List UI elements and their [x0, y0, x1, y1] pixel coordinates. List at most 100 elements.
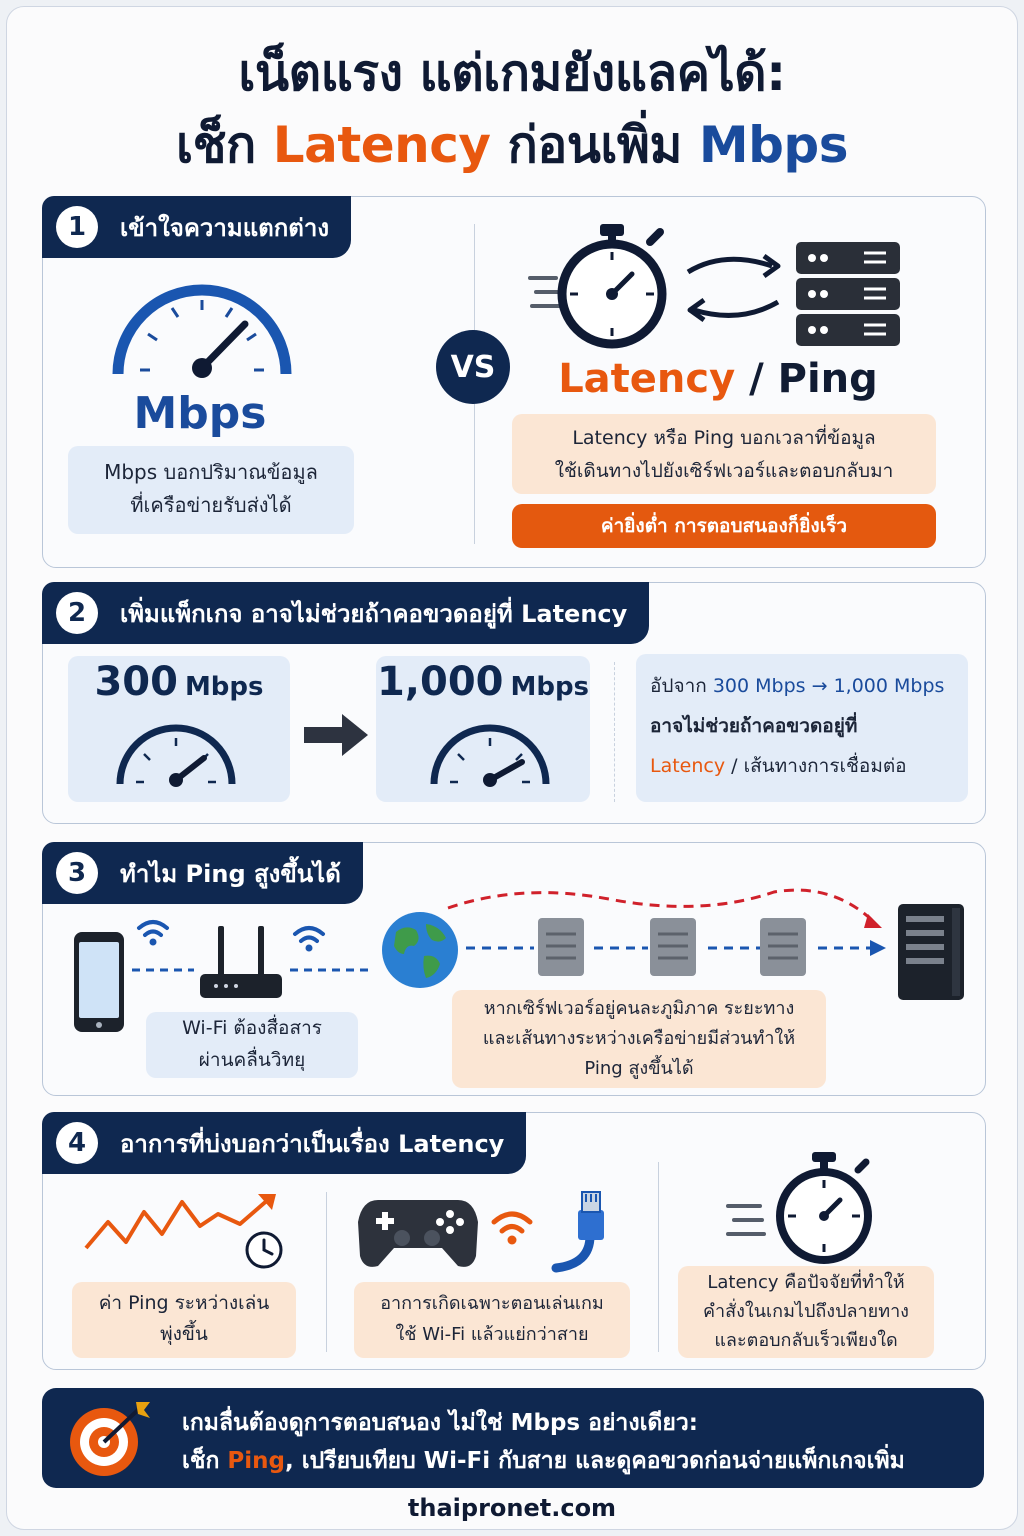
red-route-dashed-arrow — [447, 888, 882, 928]
latency-word: Latency — [558, 356, 736, 402]
latency-note: ค่ายิ่งต่ำ การตอบสนองก็ยิ่งเร็ว — [512, 504, 936, 548]
route-description: หากเซิร์ฟเวอร์อยู่คนละภูมิภาค ระยะทาง แล… — [452, 990, 826, 1088]
ping-spike-chart-icon — [84, 1194, 283, 1269]
banner-line-2-rest: , เปรียบเทียบ Wi-Fi กับสาย และดูคอขวดก่อ… — [285, 1448, 905, 1474]
mbps-label: Mbps — [133, 388, 267, 439]
speed-1000-value: 1,000 — [376, 659, 504, 705]
section-4-tab: 4 อาการที่บ่งบอกว่าเป็นเรื่อง Latency — [42, 1112, 527, 1174]
speed-300-unit: Mbps — [184, 672, 264, 702]
mbps-description: Mbps บอกปริมาณข้อมูล ที่เครือข่ายรับส่งไ… — [68, 446, 354, 534]
speedometer-1000-icon — [430, 724, 550, 787]
wifi-description: Wi-Fi ต้องสื่อสาร ผ่านคลื่นวิทยุ — [146, 1012, 358, 1078]
gamepad-icon — [358, 1200, 478, 1267]
symptom-2-line-1: อาการเกิดเฉพาะตอนเล่นเกม — [380, 1293, 604, 1314]
section-1-number: 1 — [56, 206, 98, 248]
banner-line-2: เช็ก Ping, เปรียบเทียบ Wi-Fi กับสาย และด… — [182, 1442, 972, 1480]
globe-icon — [382, 912, 458, 988]
upgrade-note-line-2: อาจไม่ช่วยถ้าคอขวดอยู่ที่ — [650, 715, 858, 737]
note-latency: Latency — [650, 755, 726, 777]
section-3-tab: 3 ทำไม Ping สูงขึ้นได้ — [42, 842, 363, 904]
symptom-1-line-2: พุ่งขึ้น — [160, 1323, 208, 1345]
vs-badge: VS — [436, 330, 510, 404]
stopwatch-icon — [726, 1152, 872, 1264]
section-1-heading: เข้าใจความแตกต่าง — [120, 213, 330, 242]
route-desc-line-2: และเส้นทางระหว่างเครือข่ายมีส่วนทำให้ — [482, 1028, 796, 1049]
symptom-2-line-2: ใช้ Wi-Fi แล้วแย่กว่าสาย — [395, 1324, 589, 1345]
network-node-icon — [538, 918, 584, 976]
wifi-signal-icon — [293, 926, 325, 952]
summary-banner — [42, 1388, 984, 1488]
section-3-number: 3 — [56, 852, 98, 894]
section-2-tab: 2 เพิ่มแพ็กเกจ อาจไม่ช่วยถ้าคอขวดอยู่ที่… — [42, 582, 650, 644]
wifi-signal-icon — [137, 920, 169, 946]
upgrade-note-line-3: Latency / เส้นทางการเชื่อมต่อ — [650, 746, 968, 786]
wifi-desc-line-1: Wi-Fi ต้องสื่อสาร — [182, 1017, 322, 1039]
route-desc-line-3: Ping สูงขึ้นได้ — [584, 1058, 694, 1079]
blue-route-dashed-line — [466, 940, 886, 956]
title-latency: Latency — [272, 116, 491, 174]
wifi-desc-line-2: ผ่านคลื่นวิทยุ — [198, 1049, 306, 1071]
symptom-1-line-1: ค่า Ping ระหว่างเล่น — [98, 1292, 270, 1314]
latency-ping-label: Latency / Ping — [518, 356, 918, 402]
network-node-icon — [650, 918, 696, 976]
speed-1000-unit: Mbps — [510, 672, 590, 702]
section-1-tab: 1 เข้าใจความแตกต่าง — [42, 196, 352, 258]
router-icon — [200, 926, 282, 998]
banner-text: เกมลื่นต้องดูการตอบสนอง ไม่ใช่ Mbps อย่า… — [182, 1404, 972, 1480]
section-2-divider — [614, 662, 615, 802]
section-4-number: 4 — [56, 1122, 98, 1164]
latency-description: Latency หรือ Ping บอกเวลาที่ข้อมูล ใช้เด… — [512, 414, 936, 494]
connection-line — [132, 968, 372, 972]
section-4-heading: อาการที่บ่งบอกว่าเป็นเรื่อง Latency — [120, 1129, 505, 1158]
section-4-divider-1 — [326, 1192, 327, 1352]
speed-300-value: 300 — [94, 659, 178, 705]
ping-word: Ping — [777, 356, 878, 402]
speed-1000-label: 1,000 Mbps — [376, 662, 590, 705]
title-line-1: เน็ตแรง แต่เกมยังแลคได้: — [238, 44, 786, 102]
speedometer-300-icon — [116, 724, 236, 787]
section-3-heading: ทำไม Ping สูงขึ้นได้ — [120, 859, 341, 888]
speed-300-label: 300 Mbps — [68, 662, 290, 705]
server-stack-icon — [796, 242, 900, 346]
symptom-3-line-3: และตอบกลับเร็วเพียงใด — [714, 1330, 898, 1351]
note-from: 300 Mbps — [712, 675, 806, 697]
title-before-add: ก่อนเพิ่ม — [507, 116, 682, 174]
symptom-3-line-2: คำสั่งในเกมไปถึงปลายทาง — [703, 1301, 909, 1322]
section-4-divider-2 — [658, 1162, 659, 1352]
mbps-desc-line-1: Mbps บอกปริมาณข้อมูล — [104, 460, 318, 484]
note-to: 1,000 Mbps — [833, 675, 945, 697]
section-2-number: 2 — [56, 592, 98, 634]
banner-check: เช็ก — [182, 1448, 220, 1474]
smartphone-icon — [74, 932, 124, 1032]
game-server-icon — [898, 904, 964, 1000]
section-2-heading: เพิ่มแพ็กเกจ อาจไม่ช่วยถ้าคอขวดอยู่ที่ L… — [120, 599, 628, 628]
round-trip-arrows-icon — [686, 253, 781, 323]
stopwatch-icon — [528, 224, 667, 349]
arrow-right-icon — [304, 714, 368, 756]
route-desc-line-1: หากเซิร์ฟเวอร์อยู่คนละภูมิภาค ระยะทาง — [483, 998, 795, 1019]
symptom-wifi-worse: อาการเกิดเฉพาะตอนเล่นเกม ใช้ Wi-Fi แล้วแ… — [354, 1282, 630, 1358]
note-prefix: อัปจาก — [650, 675, 707, 697]
upgrade-note-line-1: อัปจาก 300 Mbps → 1,000 Mbps — [650, 666, 968, 706]
mbps-desc-line-2: ที่เครือข่ายรับส่งได้ — [130, 493, 292, 517]
title-line-2: เช็ก Latency ก่อนเพิ่ม Mbps — [0, 106, 1024, 185]
target-icon — [70, 1402, 150, 1476]
wifi-orange-icon — [491, 1211, 533, 1245]
latency-desc-line-2: ใช้เดินทางไปยังเซิร์ฟเวอร์และตอบกลับมา — [554, 460, 894, 482]
banner-line-1: เกมลื่นต้องดูการตอบสนอง ไม่ใช่ Mbps อย่า… — [182, 1410, 698, 1436]
latency-desc-line-1: Latency หรือ Ping บอกเวลาที่ข้อมูล — [572, 427, 876, 449]
speedometer-icon — [112, 284, 292, 378]
slash: / — [735, 356, 778, 402]
banner-ping: Ping — [227, 1448, 286, 1474]
latency-definition: Latency คือปัจจัยที่ทำให้ คำสั่งในเกมไปถ… — [678, 1266, 934, 1358]
title-check: เช็ก — [176, 116, 256, 174]
note-arrow: → — [811, 675, 828, 697]
network-node-icon — [760, 918, 806, 976]
title-mbps: Mbps — [698, 116, 849, 174]
ethernet-cable-icon — [551, 1191, 604, 1273]
note-line-3-rest: / เส้นทางการเชื่อมต่อ — [725, 755, 907, 777]
upgrade-note: อัปจาก 300 Mbps → 1,000 Mbps อาจไม่ช่วยถ… — [636, 654, 968, 802]
footer-website: thaipronet.com — [407, 1494, 617, 1522]
symptom-ping-spike: ค่า Ping ระหว่างเล่น พุ่งขึ้น — [72, 1282, 296, 1358]
symptom-3-line-1: Latency คือปัจจัยที่ทำให้ — [707, 1272, 905, 1293]
